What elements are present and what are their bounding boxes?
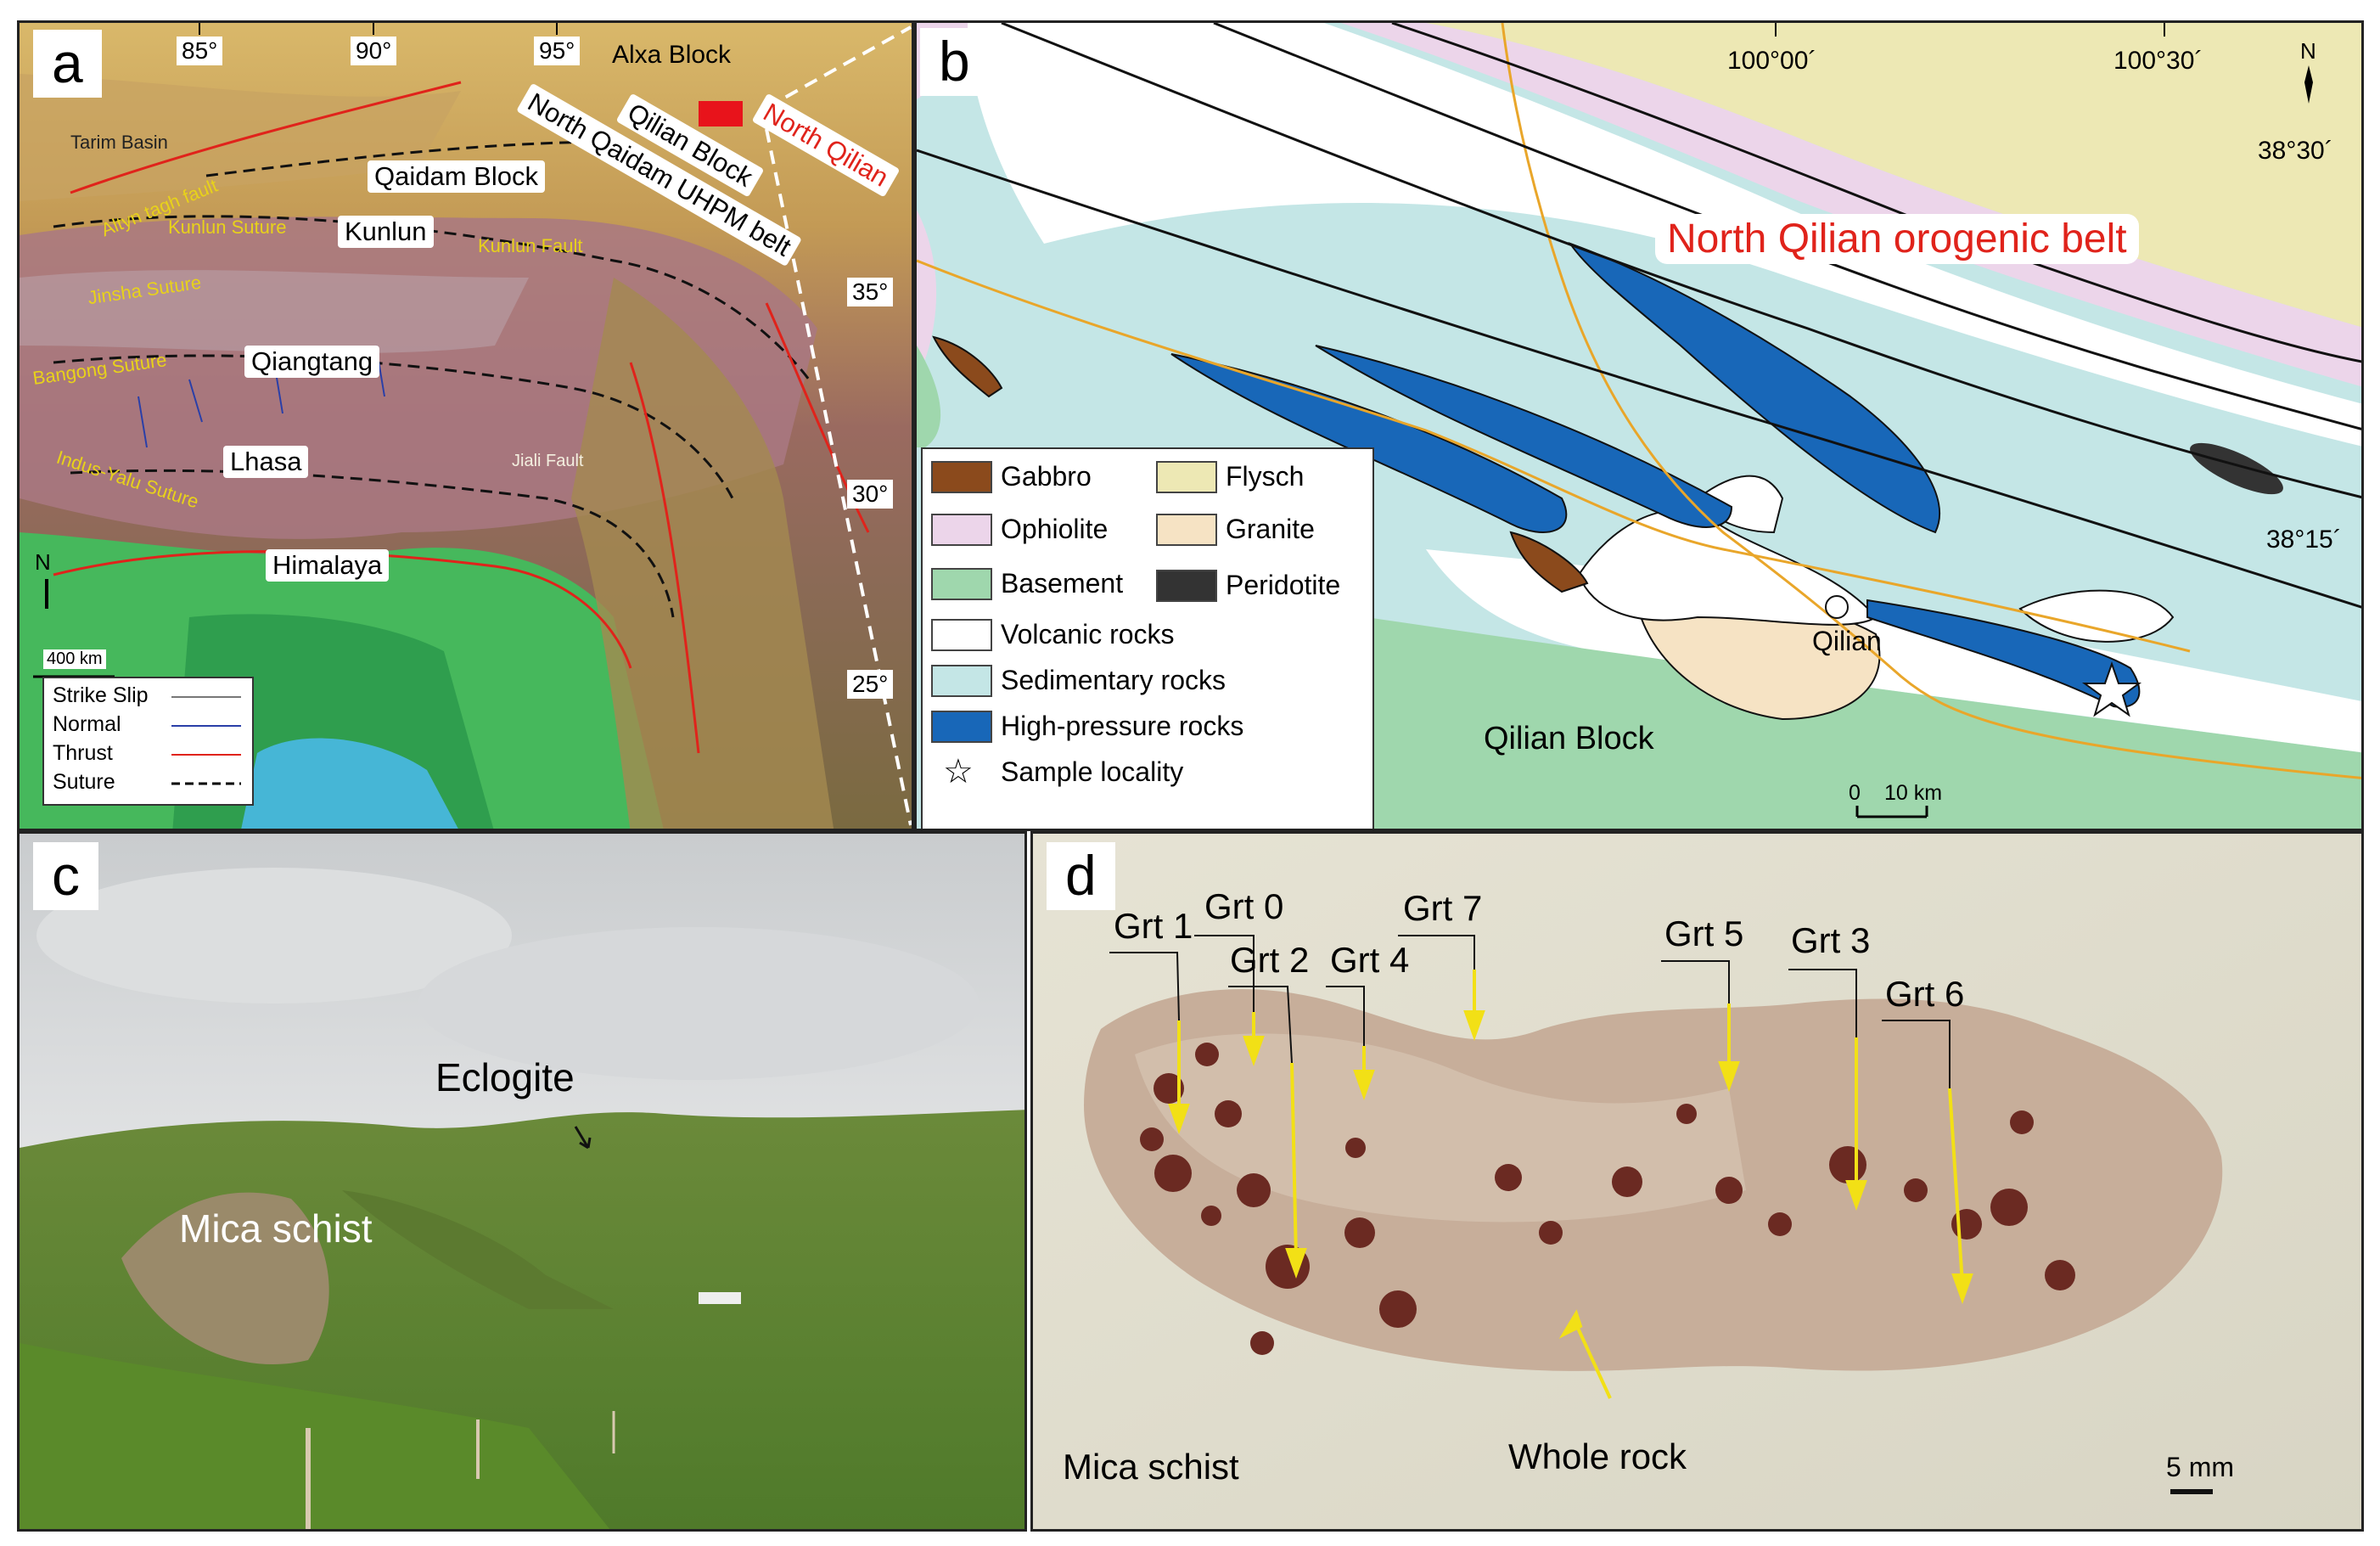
north-arrow-a: N xyxy=(35,549,51,575)
legend-swatch-gabbro xyxy=(931,461,992,493)
label-lhasa: Lhasa xyxy=(223,446,309,478)
label-grt-2: Grt 2 xyxy=(1230,940,1310,980)
legend-label-flysch: Flysch xyxy=(1226,461,1305,492)
lat-tick-30: 30° xyxy=(847,480,894,509)
lat-tick-35: 35° xyxy=(847,278,894,306)
label-himalaya: Himalaya xyxy=(266,549,390,582)
label-tarim-basin: Tarim Basin xyxy=(70,132,168,153)
label-kunlun-fault: Kunlun Fault xyxy=(478,235,583,256)
lithology-legend: Gabbro Flysch Ophiolite Granite Basement… xyxy=(921,447,1374,829)
peridotite-body xyxy=(2190,442,2283,495)
label-grt-7: Grt 7 xyxy=(1403,888,1483,928)
panel-label-d: d xyxy=(1047,842,1115,910)
geologic-map-graphic xyxy=(917,23,2361,829)
scale-10km-b: 10 km xyxy=(1884,781,1943,805)
lat-label-38-15: 38°15´ xyxy=(2266,526,2342,554)
legend-swatch-ophiolite xyxy=(931,514,992,546)
north-qilian-orogenic-belt-title: North Qilian orogenic belt xyxy=(1655,214,2139,264)
lon-label-100-00: 100°00´ xyxy=(1727,47,1817,75)
sample-locality-star xyxy=(2081,661,2142,717)
legend-label-sample-locality: Sample locality xyxy=(1001,756,1184,787)
legend-label-volcanic: Volcanic rocks xyxy=(1001,619,1175,649)
legend-star-icon: ☆ xyxy=(943,753,974,790)
label-qiangtang: Qiangtang xyxy=(244,346,380,378)
legend-label-high-pressure: High-pressure rocks xyxy=(1001,711,1244,741)
panel-label-c: c xyxy=(33,842,98,910)
legend-swatch-high-pressure xyxy=(931,711,992,743)
legend-label-ophiolite: Ophiolite xyxy=(1001,514,1109,544)
topographic-map-graphic xyxy=(20,23,912,829)
legend-label-granite: Granite xyxy=(1226,514,1315,544)
lat-tick-25: 25° xyxy=(847,670,894,699)
panel-d-hand-specimen: d Grt 1 Grt 0 Grt 2 Grt 4 Grt 7 Grt 5 Gr… xyxy=(1030,831,2364,1532)
garnet-crystals xyxy=(1140,1043,2075,1355)
specimen-photo-graphic xyxy=(1033,834,2361,1529)
scale-label-a: 400 km xyxy=(43,649,106,669)
legend-item-strike-slip: Strike Slip xyxy=(53,683,149,707)
legend-label-gabbro: Gabbro xyxy=(1001,461,1092,492)
panel-label-b: b xyxy=(920,28,989,96)
panel-label-a: a xyxy=(33,30,102,98)
fault-legend: Strike Slip Normal Thrust Suture xyxy=(42,677,254,806)
tent xyxy=(699,1292,741,1304)
label-eclogite: Eclogite xyxy=(435,1055,575,1099)
label-kunlun: Kunlun xyxy=(338,216,434,248)
label-grt-5: Grt 5 xyxy=(1664,914,1744,953)
label-mica-schist-c: Mica schist xyxy=(179,1206,373,1251)
legend-item-thrust: Thrust xyxy=(53,741,113,765)
yellow-arrows xyxy=(1168,970,1973,1399)
lat-label-38-30: 38°30´ xyxy=(2258,137,2333,165)
legend-label-basement: Basement xyxy=(1001,568,1124,599)
label-grt-0: Grt 0 xyxy=(1204,886,1284,926)
panel-a-tectonic-map: a 85° 90° 95° 35° 30° 25° Alxa Block Tar… xyxy=(17,20,914,831)
label-qaidam-block: Qaidam Block xyxy=(368,160,545,193)
label-grt-4: Grt 4 xyxy=(1330,940,1410,980)
panel-c-field-photo: c Eclogite Mica schist xyxy=(17,831,1027,1532)
label-kunlun-suture: Kunlun Suture xyxy=(168,216,287,238)
qilian-town-label: Qilian xyxy=(1812,626,1882,656)
qilian-town-marker xyxy=(1825,595,1849,619)
scale-zero-b: 0 xyxy=(1849,781,1861,805)
qilian-block-label: Qilian Block xyxy=(1484,721,1654,756)
legend-swatch-basement xyxy=(931,568,992,600)
label-grt-3: Grt 3 xyxy=(1791,920,1871,960)
label-grt-6: Grt 6 xyxy=(1885,974,1965,1014)
legend-item-normal: Normal xyxy=(53,712,121,736)
callout-lines xyxy=(1109,935,1951,1088)
legend-item-suture: Suture xyxy=(53,770,115,794)
legend-swatch-granite xyxy=(1156,514,1217,546)
label-alxa-block: Alxa Block xyxy=(612,41,732,69)
label-jiali-fault: Jiali Fault xyxy=(512,452,584,470)
scale-label-d: 5 mm xyxy=(2166,1452,2234,1482)
north-arrow-b-glyph xyxy=(2304,65,2313,104)
legend-swatch-flysch xyxy=(1156,461,1217,493)
north-arrow-b: N xyxy=(2300,38,2316,64)
eclogite-arrow xyxy=(574,1126,592,1150)
lon-tick-85: 85° xyxy=(177,37,223,65)
study-area-box xyxy=(699,101,743,126)
legend-label-peridotite: Peridotite xyxy=(1226,570,1341,600)
legend-swatch-sedimentary xyxy=(931,665,992,697)
label-mica-schist-d: Mica schist xyxy=(1063,1447,1239,1487)
field-photo-graphic xyxy=(20,834,1024,1529)
label-grt-1: Grt 1 xyxy=(1114,906,1193,946)
legend-swatch-peridotite xyxy=(1156,570,1217,602)
label-whole-rock: Whole rock xyxy=(1508,1436,1687,1476)
lon-label-100-30: 100°30´ xyxy=(2113,47,2203,75)
legend-swatch-volcanic xyxy=(931,619,992,651)
lon-tick-95: 95° xyxy=(534,37,581,65)
legend-label-sedimentary: Sedimentary rocks xyxy=(1001,665,1226,695)
panel-b-geologic-map: b 100°00´ 100°30´ 38°30´ 38°15´ N North … xyxy=(914,20,2364,831)
lon-tick-90: 90° xyxy=(351,37,397,65)
